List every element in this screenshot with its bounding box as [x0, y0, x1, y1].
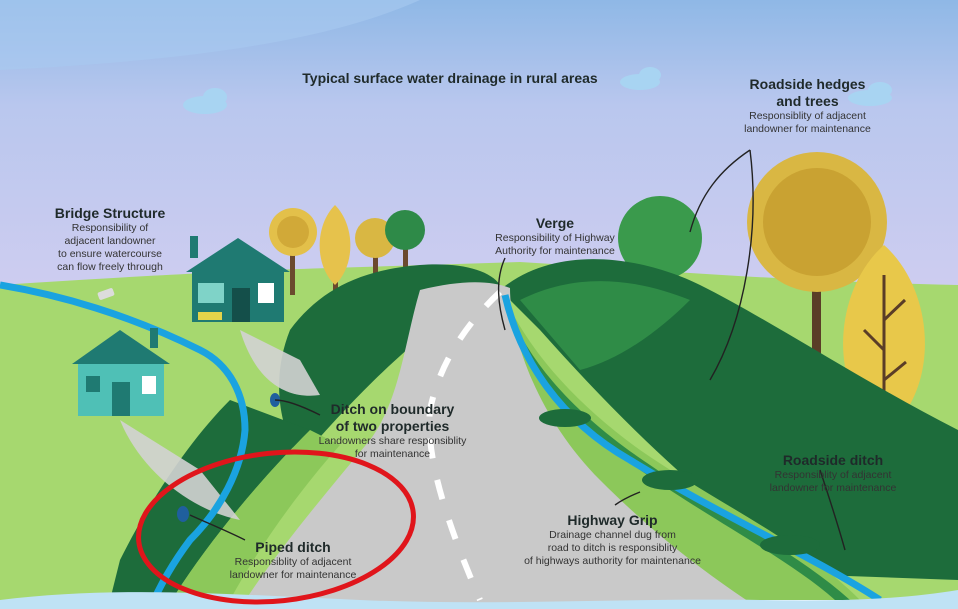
label-title: Highway Grip [567, 512, 658, 528]
label-desc: Authority for maintenance [495, 245, 615, 257]
label-desc: to ensure watercourse [58, 248, 162, 260]
highlight-ring [136, 449, 416, 605]
label-highway-grip: Highway Grip Drainage channel dug from r… [505, 512, 720, 568]
label-desc: Responsiblity of adjacent [749, 110, 866, 122]
label-title: Bridge Structure [54, 205, 166, 221]
bridge-icon [97, 288, 115, 300]
road-centre-line [426, 289, 503, 602]
label-roadside-ditch: Roadside ditch Responsiblity of adjacent… [738, 452, 928, 495]
label-desc: landowner for maintenance [229, 569, 357, 581]
left-lower-green [175, 430, 340, 600]
label-desc: Responsibility of [71, 222, 149, 234]
label-bridge-structure: Bridge Structure Responsibility of adjac… [20, 205, 200, 274]
right-hedge-highlight [520, 281, 690, 370]
pipe-icon [177, 506, 189, 522]
label-title: Piped ditch [255, 539, 331, 555]
label-title: Ditch on boundary [330, 401, 455, 417]
label-piped-ditch: Piped ditch Responsiblity of adjacent la… [208, 539, 378, 582]
label-desc: Landowners share responsiblity [318, 435, 467, 447]
label-title: Verge [535, 215, 575, 231]
tree-icon [269, 205, 425, 300]
road [240, 282, 760, 609]
house-icon [186, 236, 290, 322]
label-title: and trees [776, 93, 839, 109]
label-desc: Responsibility of Highway [495, 232, 615, 244]
label-title: of two properties [335, 418, 450, 434]
house-icon [72, 328, 170, 416]
label-desc: can flow freely through [57, 261, 163, 273]
label-desc: of highways authority for maintenance [524, 555, 701, 567]
label-desc: Responsiblity of adjacent [234, 556, 352, 568]
label-title: Roadside ditch [782, 452, 884, 468]
bottom-water [0, 590, 958, 609]
grip-icon [539, 409, 820, 555]
cloud-icon [183, 67, 892, 114]
label-desc: Drainage channel dug from [549, 529, 676, 541]
label-verge: Verge Responsibility of Highway Authorit… [470, 215, 640, 258]
label-desc: adjacent landowner [64, 235, 156, 247]
diagram-title: Typical surface water drainage in rural … [302, 70, 598, 86]
label-ditch-boundary: Ditch on boundary of two properties Land… [300, 401, 485, 461]
label-title: Roadside hedges [749, 76, 866, 92]
label-desc: Responsiblity of adjacent [774, 469, 892, 481]
right-ditch [501, 294, 882, 603]
label-desc: landowner for maintenance [744, 123, 871, 135]
label-desc: for maintenance [354, 448, 431, 460]
sky-light-band [0, 0, 420, 70]
label-desc: road to ditch is responsiblity [547, 542, 678, 554]
label-desc: landowner for maintenance [769, 482, 897, 494]
label-roadside-hedges: Roadside hedges and trees Responsiblity … [715, 76, 900, 136]
callout-fan [240, 330, 320, 396]
callout-arrows [189, 149, 846, 551]
callout-fan [120, 420, 240, 520]
left-ditch [0, 281, 249, 609]
